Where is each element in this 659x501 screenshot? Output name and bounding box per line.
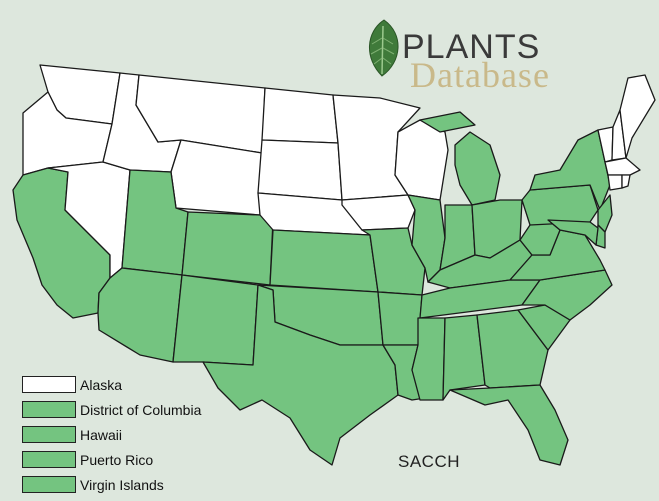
- species-code: SACCH: [398, 452, 461, 471]
- legend-item: Virgin Islands: [22, 472, 201, 497]
- leaf-icon: [369, 19, 399, 77]
- state-az: [97, 267, 183, 363]
- state-pa: [521, 184, 599, 226]
- state-ma: [604, 157, 641, 176]
- state-tx: [202, 284, 399, 466]
- state-fl: [449, 384, 569, 466]
- legend-label: Puerto Rico: [80, 451, 154, 468]
- legend-swatch: [22, 476, 76, 493]
- state-ri: [621, 174, 631, 189]
- state-ar: [377, 291, 423, 346]
- state-ks: [269, 229, 379, 293]
- legend-item: Hawaii: [22, 422, 201, 447]
- legend-swatch: [22, 376, 76, 393]
- logo-word-database: Database: [410, 55, 550, 95]
- state-wy: [170, 139, 263, 216]
- state-nd: [261, 87, 339, 144]
- legend-swatch: [22, 426, 76, 443]
- legend-item: Puerto Rico: [22, 447, 201, 472]
- legend-label: Alaska: [80, 376, 123, 393]
- state-mo: [361, 227, 426, 296]
- legend-swatch: [22, 401, 76, 418]
- legend-label: Virgin Islands: [80, 476, 164, 493]
- state-nm: [172, 274, 259, 366]
- legend-label: District of Columbia: [80, 401, 202, 418]
- state-co: [181, 211, 274, 286]
- logo-word-plants: PLANTS: [402, 28, 541, 66]
- legend-item: Alaska: [22, 372, 201, 397]
- legend-item: District of Columbia: [22, 397, 201, 422]
- map-legend: Alaska District of Columbia Hawaii Puert…: [22, 372, 201, 497]
- state-me: [619, 74, 656, 159]
- legend-swatch: [22, 451, 76, 468]
- state-sd: [257, 139, 343, 201]
- state-md: [547, 219, 599, 246]
- state-ct: [607, 174, 623, 191]
- legend-label: Hawaii: [80, 426, 123, 443]
- state-mi: [419, 111, 501, 206]
- state-al: [442, 314, 486, 401]
- state-nj: [597, 194, 613, 233]
